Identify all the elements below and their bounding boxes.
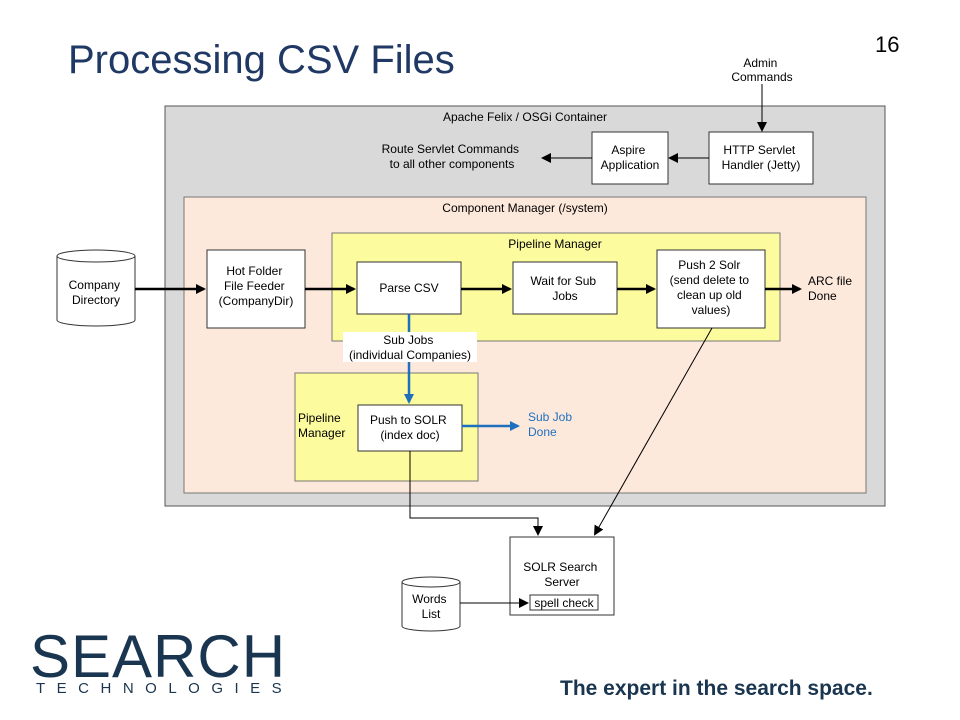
aspire-app-box [591,131,669,185]
http-servlet-label: HTTP Servlet Handler (Jetty) [722,143,801,172]
pipeline-manager-bottom-label: Pipeline Manager [298,411,345,440]
logo-subtitle: TECHNOLOGIES [36,680,294,697]
hot-folder-label: Hot Folder File Feeder (CompanyDir) [219,264,294,308]
wait-sub-jobs-box [512,261,618,315]
push2solr-box [656,249,766,329]
sub-jobs-label-bg [343,332,477,362]
felix-container-label: Apache Felix / OSGi Container [443,110,607,124]
sub-job-done-label: Sub Job Done [528,410,575,439]
route-servlet-label: Route Servlet Commands to all other comp… [382,142,523,171]
search-technologies-logo: SEARCH [30,623,287,690]
words-list-db [401,576,461,632]
push-to-solr-label: Push to SOLR (index doc) [370,413,450,442]
spell-check-label: spell check [534,596,594,610]
hot-folder-box [206,249,306,329]
wait-sub-jobs-label: Wait for Sub Jobs [531,274,600,303]
page-number: 16 [875,32,900,57]
company-directory-db [56,249,136,327]
company-directory-label: Company Directory [69,278,124,307]
push2solr-label: Push 2 Solr (send delete to clean up old… [670,258,753,317]
http-servlet-box [708,131,814,185]
sub-jobs-label: Sub Jobs (individual Companies) [349,333,471,362]
words-list-label: Words List [412,592,450,621]
aspire-app-label: Aspire Application [601,143,660,172]
push-to-solr-server-connector [409,451,543,536]
solr-search-server-label: SOLR Search Server [523,560,600,589]
parse-csv-box [356,261,462,315]
spell-check-box [529,594,599,611]
push2solr-to-server-connector [594,327,713,536]
tagline: The expert in the search space. [560,677,873,700]
slide-title: Processing CSV Files [68,38,455,82]
parse-csv-label: Parse CSV [379,281,438,295]
push-to-solr-box [357,404,463,452]
arc-file-done-label: ARC file Done [808,274,855,303]
pipeline-manager-top-label: Pipeline Manager [508,237,601,251]
component-manager-label: Component Manager (/system) [442,201,607,215]
admin-commands-label: Admin Commands [731,56,792,84]
